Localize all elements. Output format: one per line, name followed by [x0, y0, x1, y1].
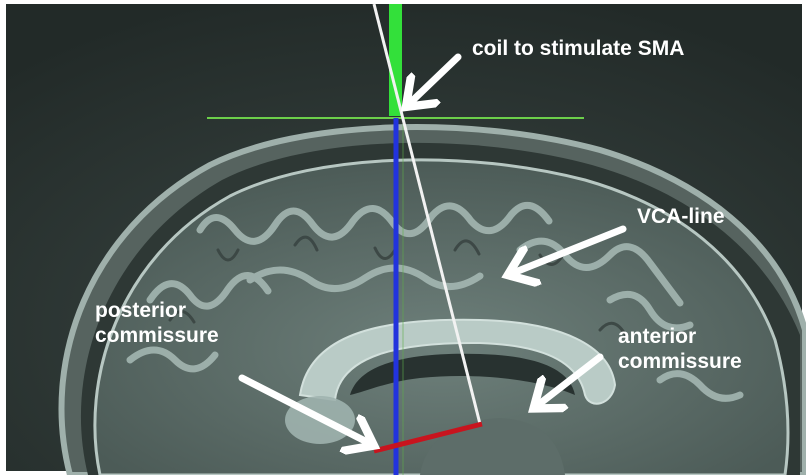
coil-marker	[389, 4, 402, 116]
label-posterior-commissure: posterior commissure	[95, 298, 219, 348]
label-posterior-line-1: posterior	[95, 298, 219, 323]
label-coil-to-stimulate-sma: coil to stimulate SMA	[472, 36, 684, 61]
label-vca-line: VCA-line	[637, 204, 725, 229]
label-coil-text: coil to stimulate SMA	[472, 37, 684, 60]
label-anterior-line-1: anterior	[618, 324, 742, 349]
label-posterior-line-2: commissure	[95, 323, 219, 348]
label-anterior-commissure: anterior commissure	[618, 324, 742, 374]
label-anterior-line-2: commissure	[618, 349, 742, 374]
label-vca-text: VCA-line	[637, 205, 725, 228]
